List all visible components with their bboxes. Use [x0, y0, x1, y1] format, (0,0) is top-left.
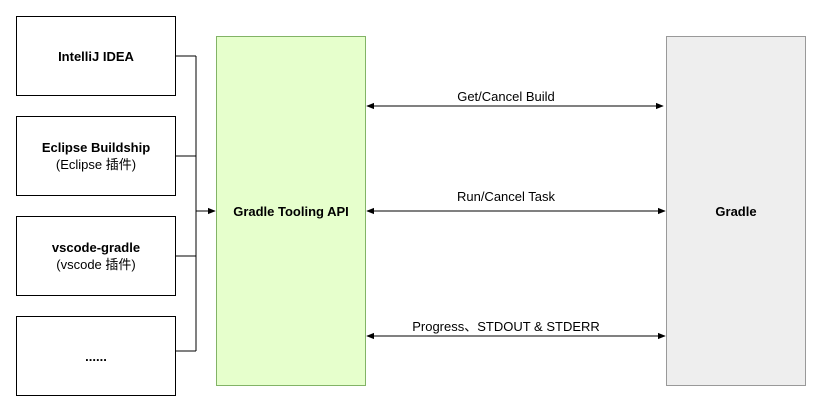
tooling-api-box: Gradle Tooling API [216, 36, 366, 386]
client-title: ...... [85, 348, 107, 364]
client-title: Eclipse Buildship [41, 140, 151, 155]
edge-label-get-cancel-build: Get/Cancel Build [457, 89, 555, 104]
client-box-eclipse: Eclipse Buildship (Eclipse 插件) [16, 116, 176, 196]
gradle-box: Gradle [666, 36, 806, 386]
client-box-other: ...... [16, 316, 176, 396]
edge-label-run-cancel-task: Run/Cancel Task [456, 189, 556, 204]
tooling-api-title: Gradle Tooling API [233, 203, 349, 219]
client-title: vscode-gradle [51, 240, 141, 255]
client-subtitle: (vscode 插件) [56, 257, 136, 272]
edge-label-progress-output: Progress、STDOUT & STDERR [412, 319, 600, 334]
client-box-vscode: vscode-gradle (vscode 插件) [16, 216, 176, 296]
gradle-title: Gradle [715, 203, 757, 219]
client-title: IntelliJ IDEA [58, 48, 134, 64]
client-subtitle: (Eclipse 插件) [55, 157, 137, 172]
client-box-intellij: IntelliJ IDEA [16, 16, 176, 96]
